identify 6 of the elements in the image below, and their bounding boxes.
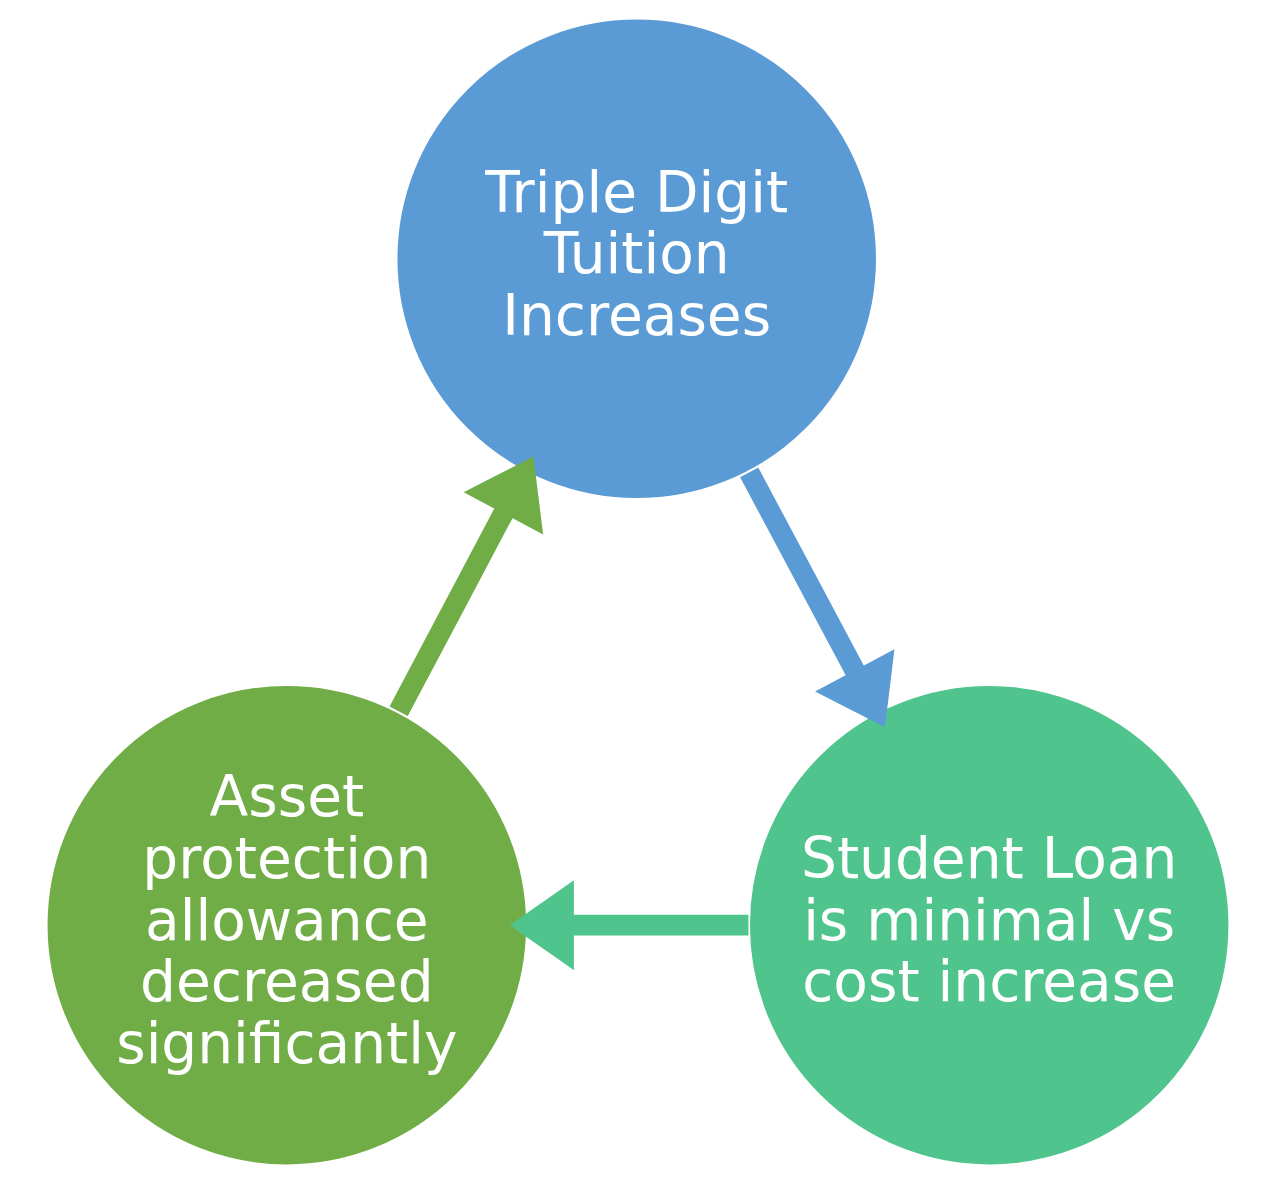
node-circle: Asset protection allowance decreased significantly — [45, 683, 529, 1167]
node-circle: Student Loan is minimal vs cost increase — [747, 683, 1231, 1167]
node-circle: Triple Digit Tuition Increases — [394, 17, 879, 501]
arrow — [509, 880, 749, 971]
arrow — [389, 456, 544, 717]
arrow — [740, 467, 895, 728]
